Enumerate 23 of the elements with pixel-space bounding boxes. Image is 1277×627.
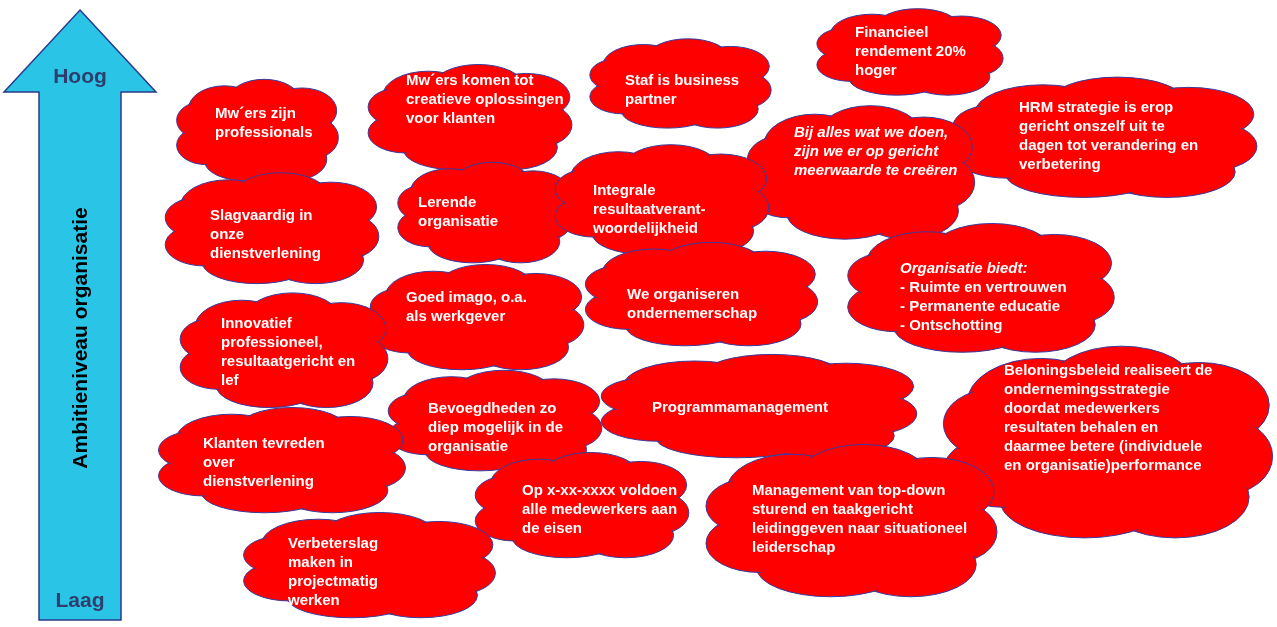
axis-end-label: Hoog bbox=[52, 64, 108, 88]
cloud-text: Op x-xx-xxxx voldoen alle medewerkers aan de eisen bbox=[522, 480, 679, 537]
cloud-text: Mw´ers komen tot creatieve oplossingen voor klanten bbox=[406, 70, 565, 127]
cloud-text: Mw´ers zijn professionals bbox=[215, 103, 314, 141]
cloud-text: Lerende organisatie bbox=[418, 192, 500, 230]
cloud-text: Organisatie biedt: - Ruimte en vertrouwen - Permanente educatie - Ontschotting bbox=[900, 258, 1068, 334]
cloud-text: Beloningsbeleid realiseert de ondernemingsstrategie doordat medewerkers resultaten behalen en daarmee betere (individuele en organisatie)performance bbox=[1004, 360, 1214, 474]
axis-end-label: Laag bbox=[54, 588, 106, 612]
cloud-text: Financieel rendement 20% hoger bbox=[855, 22, 967, 79]
cloud-text: Bij alles wat we doen, zijn we er op gericht meerwaarde te creëren bbox=[794, 122, 959, 179]
cloud-text: Goed imago, o.a. als werkgever bbox=[406, 287, 528, 325]
cloud-text: HRM strategie is erop gericht onszelf uit te dagen tot verandering en verbetering bbox=[1019, 97, 1200, 173]
cloud-text: Innovatief professioneel, resultaatgericht en lef bbox=[221, 313, 357, 389]
cloud-text: Programmamanagement bbox=[652, 397, 829, 416]
cloud-text: Bevoegdheden zo diep mogelijk in de organisatie bbox=[428, 398, 565, 455]
cloud-text: We organiseren ondernemerschap bbox=[627, 284, 759, 322]
cloud-text: Management van top-down sturend en taakgericht leidinggeven naar situationeel leiderschap bbox=[752, 480, 969, 556]
cloud-text: Klanten tevreden over dienstverlening bbox=[203, 433, 326, 490]
cloud-text: Slagvaardig in onze dienstverlening bbox=[210, 205, 322, 262]
axis-title: Ambitieniveau organisatie bbox=[68, 207, 92, 469]
cloud-text: Verbeterslag maken in projectmatig werken bbox=[288, 533, 380, 609]
cloud-text: Staf is business partner bbox=[625, 70, 741, 108]
cloud-text: Integrale resultaatverant-woordelijkheid bbox=[593, 180, 707, 237]
